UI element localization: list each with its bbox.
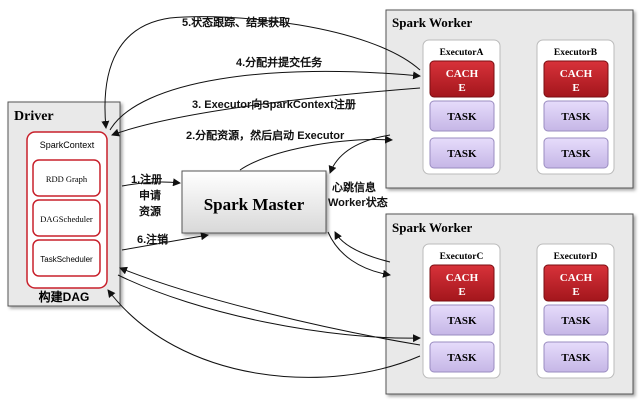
label-status-tracking: 5.状态跟踪、结果获取 (182, 15, 290, 29)
executor-c-cache-2: E (458, 286, 465, 298)
arrow-worker2-register (119, 266, 421, 346)
worker-2-title: Spark Worker (392, 220, 473, 235)
executor-c-task-1: TASK (447, 315, 477, 327)
arrow-worker2-status (107, 289, 421, 378)
executor-c-cache-1: CACH (446, 272, 479, 284)
label-register-1: 1.注册 (131, 172, 162, 186)
arrow-heartbeat-1 (328, 134, 391, 174)
build-dag-caption: 构建DAG (39, 289, 90, 304)
rdd-graph-box (32, 159, 101, 197)
label-register-3: 资源 (139, 204, 161, 218)
spark-master-panel: Spark Master (181, 170, 327, 234)
label-heartbeat-1: 心跳信息 (332, 180, 376, 194)
arrow-status-tracking (101, 16, 421, 129)
executor-c-task-2: TASK (447, 352, 477, 364)
executor-a-cache-2: E (458, 82, 465, 94)
executor-a-task-1: TASK (447, 111, 477, 123)
label-register-2: 申请 (139, 188, 161, 202)
executor-a-cache-1: CACH (446, 68, 479, 80)
spark-context-label: SparkContext (40, 140, 95, 150)
arrow-heartbeat-3 (334, 231, 391, 263)
arrow-logout (121, 232, 209, 251)
label-allocate-resources: 2.分配资源，然后启动 Executor (186, 128, 345, 142)
dag-scheduler-label: DAGScheduler (40, 214, 93, 224)
worker-1-title: Spark Worker (392, 15, 473, 30)
task-scheduler-box (32, 239, 101, 277)
executor-c-label: ExecutorC (440, 252, 484, 262)
executor-d-cache-2: E (572, 286, 579, 298)
executor-c: ExecutorC CACH E TASK TASK (422, 243, 501, 379)
executor-b-cache-2: E (572, 82, 579, 94)
executor-d: ExecutorD CACH E TASK TASK (536, 243, 615, 379)
driver-title: Driver (14, 109, 54, 124)
spark-worker-1: Spark Worker ExecutorA CACH E TASK TASK … (385, 9, 634, 189)
executor-b-task-2: TASK (561, 148, 591, 160)
spark-worker-2: Spark Worker ExecutorC CACH E TASK TASK … (385, 213, 634, 395)
executor-a: ExecutorA CACH E TASK TASK (422, 39, 501, 175)
master-title: Spark Master (204, 195, 305, 214)
flow-arrows (101, 16, 421, 378)
label-heartbeat-2: Worker状态 (328, 195, 388, 209)
executor-d-task-1: TASK (561, 315, 591, 327)
arrow-allocate-resources (239, 135, 393, 171)
arrow-worker2-assign (117, 274, 421, 343)
arrow-executor-register (111, 87, 421, 137)
arrow-assign-tasks (109, 70, 421, 131)
label-assign-tasks: 4.分配并提交任务 (236, 55, 323, 69)
executor-b-task-1: TASK (561, 111, 591, 123)
executor-b: ExecutorB CACH E TASK TASK (536, 39, 615, 175)
arrow-register (121, 178, 181, 187)
rdd-graph-label: RDD Graph (46, 174, 88, 184)
label-executor-register: 3. Executor向SparkContext注册 (192, 97, 356, 111)
executor-a-label: ExecutorA (440, 48, 484, 58)
executor-b-cache-1: CACH (560, 68, 593, 80)
driver-panel: Driver SparkContext RDD Graph DAGSchedul… (7, 101, 121, 307)
label-logout: 6.注销 (137, 232, 168, 246)
dag-scheduler-box (32, 199, 101, 237)
executor-b-label: ExecutorB (554, 48, 598, 58)
task-scheduler-label: TaskScheduler (40, 255, 93, 264)
executor-d-cache-1: CACH (560, 272, 593, 284)
executor-d-task-2: TASK (561, 352, 591, 364)
executor-a-task-2: TASK (447, 148, 477, 160)
executor-d-label: ExecutorD (554, 252, 598, 262)
arrow-heartbeat-2 (327, 231, 391, 278)
